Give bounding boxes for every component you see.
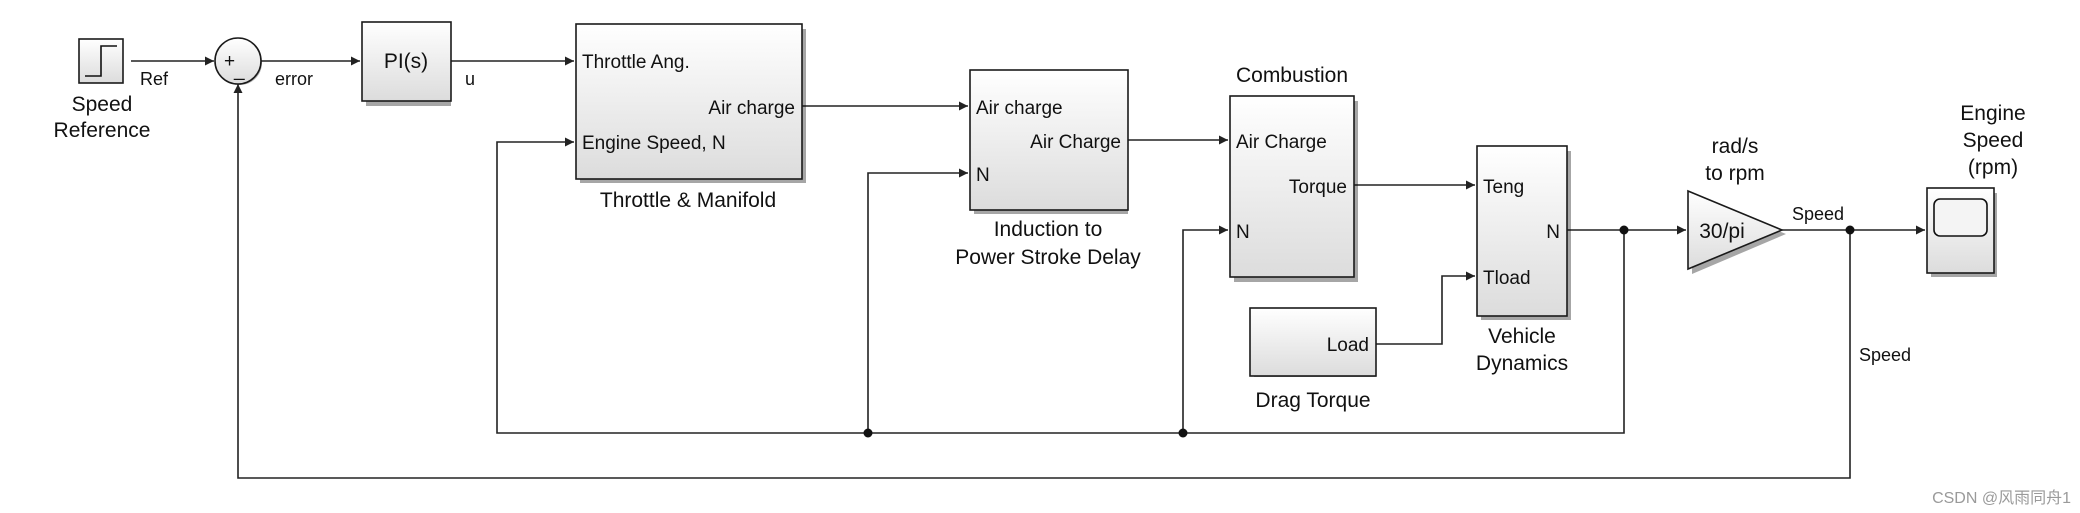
junction-dot (863, 428, 873, 438)
combustion-title: Combustion (1236, 64, 1348, 87)
throttle-port-in1: Throttle Ang. (582, 52, 690, 73)
drag-label: Drag Torque (1255, 389, 1370, 412)
step-block[interactable] (78, 38, 124, 84)
watermark-text: CSDN @风雨同舟1 (1932, 489, 2071, 507)
signal-label-error: error (275, 69, 313, 89)
combustion-port-in2: N (1236, 222, 1250, 243)
pi-controller-block[interactable]: PI(s) (361, 21, 452, 106)
throttle-port-in2: Engine Speed, N (582, 133, 726, 154)
vehicle-port-out1: N (1546, 222, 1560, 243)
induction-delay-block[interactable]: Air charge N Air Charge (969, 69, 1129, 214)
vehicle-port-in1: Teng (1483, 177, 1524, 198)
wire-n-combustion[interactable] (1182, 225, 1228, 433)
scope-label-line2: Speed (1963, 129, 2024, 152)
scope-label-line1: Engine (1960, 102, 2025, 125)
step-icon (85, 45, 117, 77)
sum-block[interactable]: + _ (214, 37, 262, 85)
signal-label-ref: Ref (140, 69, 169, 89)
induction-port-out1: Air Charge (1030, 132, 1121, 153)
signal-label-u: u (465, 69, 475, 89)
wire-load[interactable] (1376, 271, 1475, 345)
vehicle-port-in2: Tload (1483, 268, 1531, 289)
signal-label-speed-out: Speed (1792, 204, 1844, 224)
induction-port-in1: Air charge (976, 98, 1063, 119)
scope-screen-icon (1933, 198, 1988, 237)
gain-block[interactable]: 30/pi (1687, 189, 1786, 274)
throttle-port-out1: Air charge (708, 98, 795, 119)
signal-label-speed-feedback: Speed (1859, 345, 1911, 365)
gain-label-line1: rad/s (1712, 135, 1759, 158)
junction-dot (1178, 428, 1188, 438)
sum-plus-sign: + (224, 51, 235, 72)
gain-label-line2: to rpm (1705, 162, 1765, 185)
gain-value: 30/pi (1699, 220, 1745, 243)
throttle-label: Throttle & Manifold (600, 189, 776, 212)
wire-speed-feedback[interactable] (233, 84, 1851, 479)
wire-n-feedback[interactable] (496, 137, 1625, 434)
vehicle-dynamics-block[interactable]: Teng Tload N (1476, 145, 1571, 320)
drag-port-out1: Load (1327, 335, 1369, 356)
combustion-port-in1: Air Charge (1236, 132, 1327, 153)
wire-n-induction[interactable] (867, 168, 968, 433)
scope-block[interactable] (1926, 187, 1997, 277)
induction-label-line1: Induction to (994, 218, 1103, 241)
junction-dot (1845, 225, 1855, 235)
vehicle-label-line2: Dynamics (1476, 352, 1568, 375)
induction-port-in2: N (976, 165, 990, 186)
combustion-block[interactable]: Air Charge N Torque (1229, 95, 1358, 282)
junction-dot (1619, 225, 1629, 235)
sum-minus-sign: _ (233, 60, 245, 81)
throttle-manifold-block[interactable]: Throttle Ang. Engine Speed, N Air charge (575, 23, 806, 183)
scope-label-line3: (rpm) (1968, 156, 2018, 179)
vehicle-label-line1: Vehicle (1488, 325, 1556, 348)
step-label-line2: Reference (54, 119, 151, 142)
drag-torque-block[interactable]: Load (1249, 307, 1377, 377)
signal-wires (131, 56, 1925, 479)
pi-label: PI(s) (384, 50, 428, 73)
step-label-line1: Speed (72, 93, 133, 116)
induction-label-line2: Power Stroke Delay (955, 246, 1141, 269)
combustion-port-out1: Torque (1289, 177, 1347, 198)
